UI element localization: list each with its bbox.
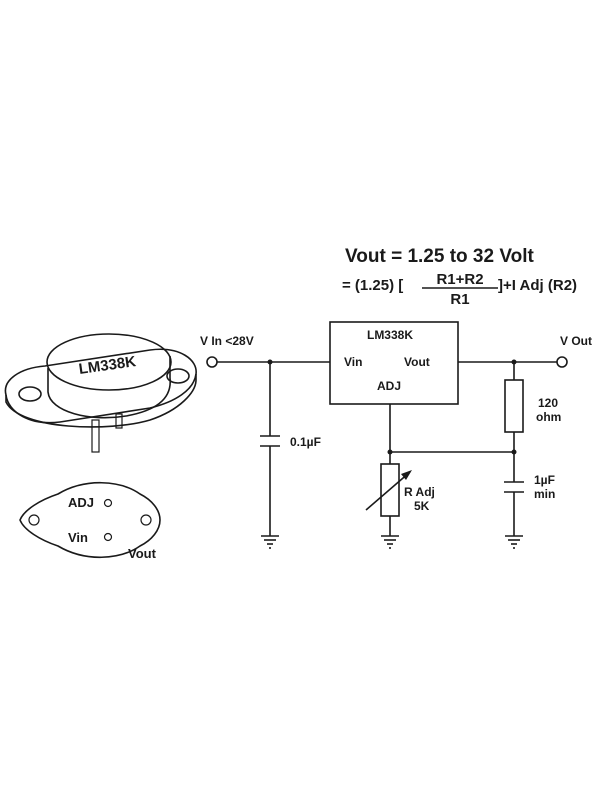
r1-unit: ohm [536,410,561,424]
package-pin-1 [91,419,100,453]
pinout-vout-label: Vout [128,546,157,561]
ic-name: LM338K [367,328,413,342]
formula-denominator: R1 [450,291,469,308]
input-terminal [206,356,218,368]
formula: Vout = 1.25 to 32 Volt = (1.25) [ R1+R2 … [342,246,577,308]
pinout-outline [19,481,161,559]
ic-vout-pin: Vout [404,355,430,369]
formula-line1: Vout = 1.25 to 32 Volt [345,246,534,267]
to3-package-3d: LM338K [4,333,197,453]
formula-prefix: = (1.25) [ [342,277,403,294]
junction-output [511,359,517,365]
schematic: V In <28V LM338K Vin Vout ADJ V Out 0.1µ… [200,321,592,549]
package-can [47,356,171,419]
formula-numerator: R1+R2 [436,271,483,288]
input-capacitor-label: 0.1µF [290,435,321,449]
mounting-hole-right [166,368,190,384]
ground-symbol-input [261,535,279,549]
mounting-hole-left [18,386,42,402]
package-flange [4,348,197,424]
r-adj-label: R Adj [404,485,435,499]
input-label: V In <28V [200,334,254,348]
output-terminal [556,356,568,368]
variable-arrow [401,470,412,480]
resistor-r1 [504,379,524,433]
formula-suffix: ]+I Adj (R2) [498,277,577,294]
junction-r1-cap [511,449,517,455]
junction-adj [387,449,393,455]
ic-vin-pin: Vin [344,355,362,369]
pinout-vin-label: Vin [68,530,88,545]
output-label: V Out [560,334,592,348]
pin-vin-dot [103,532,113,542]
regulator-ic [329,321,459,405]
junction-input [267,359,273,365]
ground-symbol-output [505,535,523,549]
pinout-adj-label: ADJ [68,495,94,510]
r-adj-value: 5K [414,499,430,513]
pin-adj-dot [103,498,113,508]
package-pin-2 [115,413,123,429]
ic-adj-pin: ADJ [377,379,401,393]
to3-package-pinout: ADJ Vin Vout [19,481,161,561]
r1-value: 120 [538,396,558,410]
package-marking: LM338K [78,353,137,378]
output-capacitor-note: min [534,487,555,501]
ground-symbol-adj [381,535,399,549]
output-capacitor-value: 1µF [534,473,555,487]
